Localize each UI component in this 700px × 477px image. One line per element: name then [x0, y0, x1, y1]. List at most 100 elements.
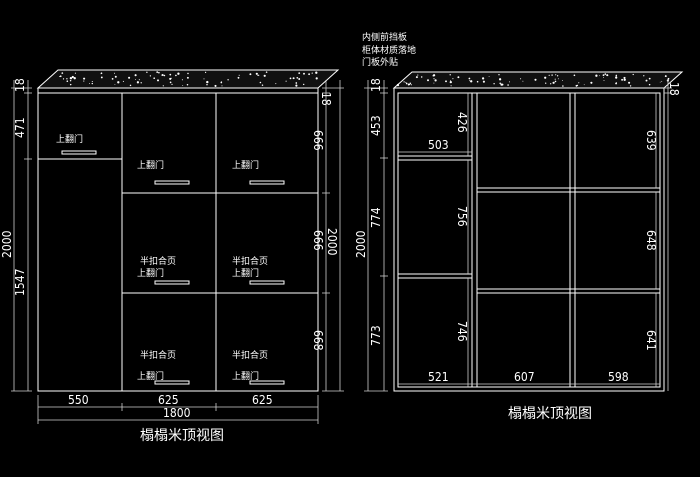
speck	[590, 81, 593, 84]
speck	[182, 84, 184, 86]
dim-r-774: 774	[369, 207, 383, 228]
speck	[91, 82, 93, 85]
right-top-board-texture	[396, 73, 670, 87]
speck	[187, 72, 189, 75]
speck	[259, 81, 262, 84]
speck	[481, 77, 485, 80]
speck	[238, 74, 240, 76]
speck	[606, 74, 609, 77]
speck	[433, 82, 435, 84]
speck	[623, 76, 626, 79]
dim-r-598: 598	[608, 370, 629, 384]
speck	[615, 82, 618, 84]
speck	[420, 76, 423, 78]
speck	[186, 76, 189, 79]
speck	[661, 80, 663, 82]
dim-r-503: 503	[428, 138, 449, 152]
speck	[204, 71, 207, 74]
speck	[595, 74, 598, 77]
speck	[134, 78, 136, 80]
dim-r-18: 18	[369, 78, 383, 92]
speck	[522, 80, 524, 82]
speck	[255, 72, 258, 75]
speck	[61, 72, 64, 74]
speck	[315, 77, 318, 80]
speck	[298, 78, 301, 80]
speck	[482, 80, 485, 83]
left-view: 上翻门 上翻门 上翻门 半扣合页 上翻门 半扣合页 上翻门 半扣合页 上翻门 半…	[0, 69, 344, 444]
label-top-flap-4: 上翻门	[137, 267, 164, 279]
speck	[113, 72, 116, 74]
left-handle-6	[154, 380, 190, 385]
dim-left-2000: 2000	[0, 230, 14, 258]
dim-right-2000: 2000	[325, 228, 339, 256]
speck	[498, 78, 502, 81]
speck	[500, 83, 503, 86]
speck	[161, 74, 163, 76]
speck	[629, 85, 632, 87]
speck	[128, 76, 131, 79]
speck	[499, 82, 502, 85]
speck	[603, 76, 604, 78]
speck	[69, 79, 72, 82]
speck	[476, 80, 479, 83]
speck	[66, 80, 69, 82]
left-handle-2	[154, 180, 190, 185]
speck	[237, 76, 240, 79]
speck	[407, 83, 410, 86]
dim-r-2000: 2000	[354, 230, 368, 258]
speck	[554, 78, 556, 80]
speck	[615, 74, 618, 77]
dim-r-756: 756	[455, 206, 469, 227]
note-1: 内侧前挡板	[362, 31, 407, 43]
right-inner-frame	[397, 92, 661, 388]
speck	[628, 81, 631, 84]
dim-r-746: 746	[455, 321, 469, 342]
speck	[308, 73, 310, 76]
speck	[149, 75, 152, 77]
dim-right-666b: 666	[311, 230, 325, 251]
dim-r-641: 641	[644, 330, 658, 351]
speck	[615, 76, 617, 78]
speck	[171, 83, 173, 85]
left-view-title: 榻榻米顶视图	[140, 428, 224, 444]
speck	[156, 79, 160, 82]
speck	[468, 80, 470, 82]
speck	[468, 77, 471, 80]
speck	[175, 74, 177, 77]
label-top-flap-6: 上翻门	[137, 370, 164, 382]
speck	[206, 83, 208, 86]
speck	[632, 73, 634, 76]
speck	[186, 83, 189, 86]
speck	[285, 80, 287, 82]
dim-r-648: 648	[644, 230, 658, 251]
speck	[470, 80, 473, 83]
speck	[59, 75, 62, 78]
speck	[220, 81, 223, 83]
speck	[493, 83, 495, 85]
speck	[315, 71, 318, 74]
speck	[643, 75, 645, 77]
speck	[163, 74, 166, 77]
speck	[295, 82, 298, 84]
left-handle-1	[61, 150, 97, 155]
speck	[89, 83, 91, 85]
speck	[645, 79, 648, 82]
speck	[249, 73, 252, 76]
speck	[311, 72, 313, 74]
speck	[450, 85, 452, 87]
speck	[544, 76, 547, 79]
speck	[555, 74, 557, 76]
speck	[433, 78, 435, 80]
speck	[551, 74, 553, 76]
speck	[664, 75, 667, 78]
note-3: 门板外贴	[362, 56, 398, 68]
speck	[83, 80, 85, 82]
speck	[71, 75, 74, 79]
left-top-board	[36, 69, 340, 89]
speck	[156, 71, 159, 73]
speck	[66, 78, 68, 80]
speck	[548, 74, 550, 76]
speck	[452, 78, 454, 80]
